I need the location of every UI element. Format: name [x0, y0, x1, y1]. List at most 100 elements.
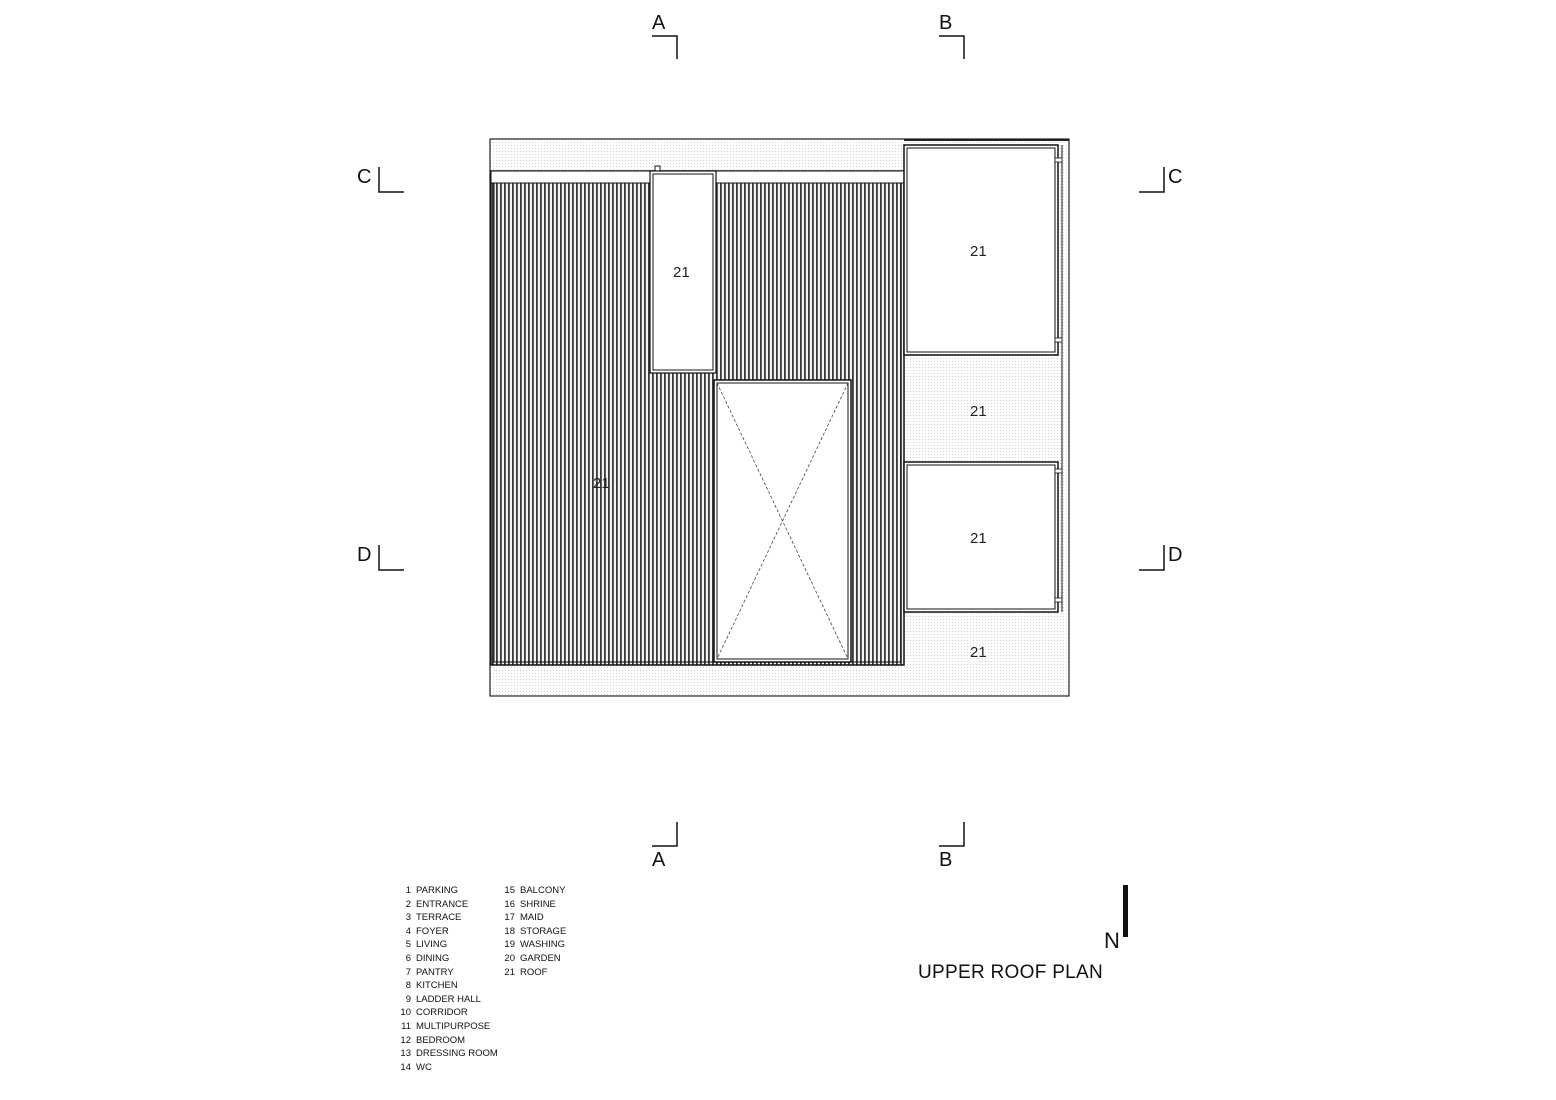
rail-bracket-4	[1054, 597, 1063, 603]
legend-item: 7 PANTRY	[393, 966, 498, 980]
legend-item-name: ROOF	[520, 966, 548, 978]
legend-item-number: 4	[405, 925, 411, 937]
legend-item-number: 15	[504, 885, 515, 896]
section-cut-b-bottom	[939, 822, 965, 847]
legend-item-name: WASHING	[520, 939, 566, 951]
rail-bracket-1	[1054, 157, 1063, 163]
section-cut-d-right	[1139, 545, 1165, 571]
legend-item-number: 5	[405, 939, 411, 951]
section-marker-c-right: C	[1168, 166, 1182, 188]
section-cut-c-right	[1139, 167, 1165, 193]
legend-item-number: 8	[405, 980, 411, 992]
legend-item-name: LADDER HALL	[416, 993, 481, 1005]
legend-item-number: 13	[400, 1048, 411, 1060]
east-panel-upper	[904, 139, 1069, 141]
north-label: N	[1104, 928, 1120, 953]
legend-item-name: DRESSING ROOM	[416, 1048, 498, 1060]
legend-item-number: 19	[504, 939, 515, 951]
rail-bracket-2	[1054, 337, 1063, 343]
legend-item-name: MAID	[520, 912, 544, 924]
section-cut-c-left	[378, 167, 404, 193]
roof-opening-inner	[716, 382, 849, 660]
legend-item: 15 BALCONY	[497, 884, 566, 898]
legend-item-name: GARDEN	[520, 952, 561, 964]
section-cut-b-top	[939, 35, 965, 59]
legend-item-name: WC	[416, 1061, 432, 1073]
room-label-skylight: 21	[673, 264, 690, 281]
legend-item: 8 KITCHEN	[393, 979, 498, 993]
legend-item-name: PANTRY	[416, 966, 454, 978]
legend-column-2: 15 BALCONY 16 SHRINE 17 MAID 18 STORAGE 19 WASHIN…	[497, 884, 566, 979]
legend-item-number: 9	[405, 993, 411, 1005]
section-marker-b-top: B	[939, 12, 952, 34]
plan-title: UPPER ROOF PLAN	[918, 962, 1104, 983]
legend-item: 4 FOYER	[393, 925, 498, 939]
section-marker-a-top: A	[652, 12, 666, 34]
gutter-strip-west	[490, 170, 651, 184]
east-roof-upper-inner	[906, 147, 1056, 353]
legend-item-name: ENTRANCE	[416, 898, 469, 910]
legend-item: 9 LADDER HALL	[393, 993, 498, 1007]
legend-item: 12 BEDROOM	[393, 1034, 498, 1048]
section-cut-a-top	[652, 35, 678, 59]
legend-item-name: LIVING	[416, 939, 448, 951]
legend-item-name: MULTIPURPOSE	[416, 1020, 491, 1032]
legend-item-name: BEDROOM	[416, 1034, 466, 1046]
section-cut-d-left	[378, 545, 404, 571]
section-marker-c-left: C	[357, 166, 371, 188]
legend-item: 6 DINING	[393, 952, 498, 966]
north-arrow-icon	[1123, 885, 1128, 937]
opening-cross-line-2	[716, 382, 849, 660]
legend-item: 3 TERRACE	[393, 911, 498, 925]
legend-item: 17 MAID	[497, 911, 566, 925]
legend-item-number: 16	[504, 898, 515, 910]
legend-item-number: 3	[405, 912, 411, 924]
section-marker-b-bottom: B	[939, 849, 952, 871]
east-roof-lower	[903, 461, 1059, 613]
legend-item-name: STORAGE	[520, 925, 567, 937]
section-marker-d-left: D	[357, 544, 371, 566]
legend-item: 5 LIVING	[393, 938, 498, 952]
skylight-north	[649, 170, 717, 374]
legend-item-number: 12	[400, 1034, 411, 1046]
skylight-north-inner	[652, 173, 714, 371]
legend-item-name: PARKING	[416, 885, 459, 896]
room-label-east-upper: 21	[970, 243, 987, 260]
legend-item-number: 20	[504, 952, 515, 964]
legend-item: 11 MULTIPURPOSE	[393, 1020, 498, 1034]
east-roof-lower-inner	[906, 464, 1056, 610]
legend-item-number: 10	[400, 1007, 411, 1019]
east-roof-upper	[903, 144, 1059, 356]
legend-item-name: FOYER	[416, 925, 449, 937]
legend-item: 16 SHRINE	[497, 898, 566, 912]
room-label-east-bottom: 21	[970, 644, 987, 661]
legend-item: 2 ENTRANCE	[393, 898, 498, 912]
legend-item-name: BALCONY	[520, 885, 566, 896]
section-cut-a-bottom	[652, 822, 678, 847]
legend-item-number: 18	[504, 925, 515, 937]
legend-item: 19 WASHING	[497, 938, 566, 952]
legend-item-number: 7	[405, 966, 411, 978]
legend-item-name: TERRACE	[416, 912, 462, 924]
legend-item: 18 STORAGE	[497, 925, 566, 939]
legend-item-name: KITCHEN	[416, 980, 458, 992]
legend-item-name: SHRINE	[520, 898, 556, 910]
legend-item-name: DINING	[416, 952, 450, 964]
legend-item-number: 2	[405, 898, 411, 910]
gutter-strip-east	[715, 170, 905, 184]
legend-item: 13 DRESSING ROOM	[393, 1047, 498, 1061]
rail-bracket-3	[1054, 468, 1063, 474]
legend-item-number: 6	[405, 952, 411, 964]
legend-item-number: 11	[401, 1020, 411, 1032]
room-label-left-roof: 21	[593, 475, 610, 492]
legend-item-number: 17	[504, 912, 515, 924]
legend-item: 20 GARDEN	[497, 952, 566, 966]
section-marker-a-bottom: A	[652, 849, 666, 871]
section-marker-d-right: D	[1168, 544, 1182, 566]
room-label-east-middle: 21	[970, 403, 987, 420]
